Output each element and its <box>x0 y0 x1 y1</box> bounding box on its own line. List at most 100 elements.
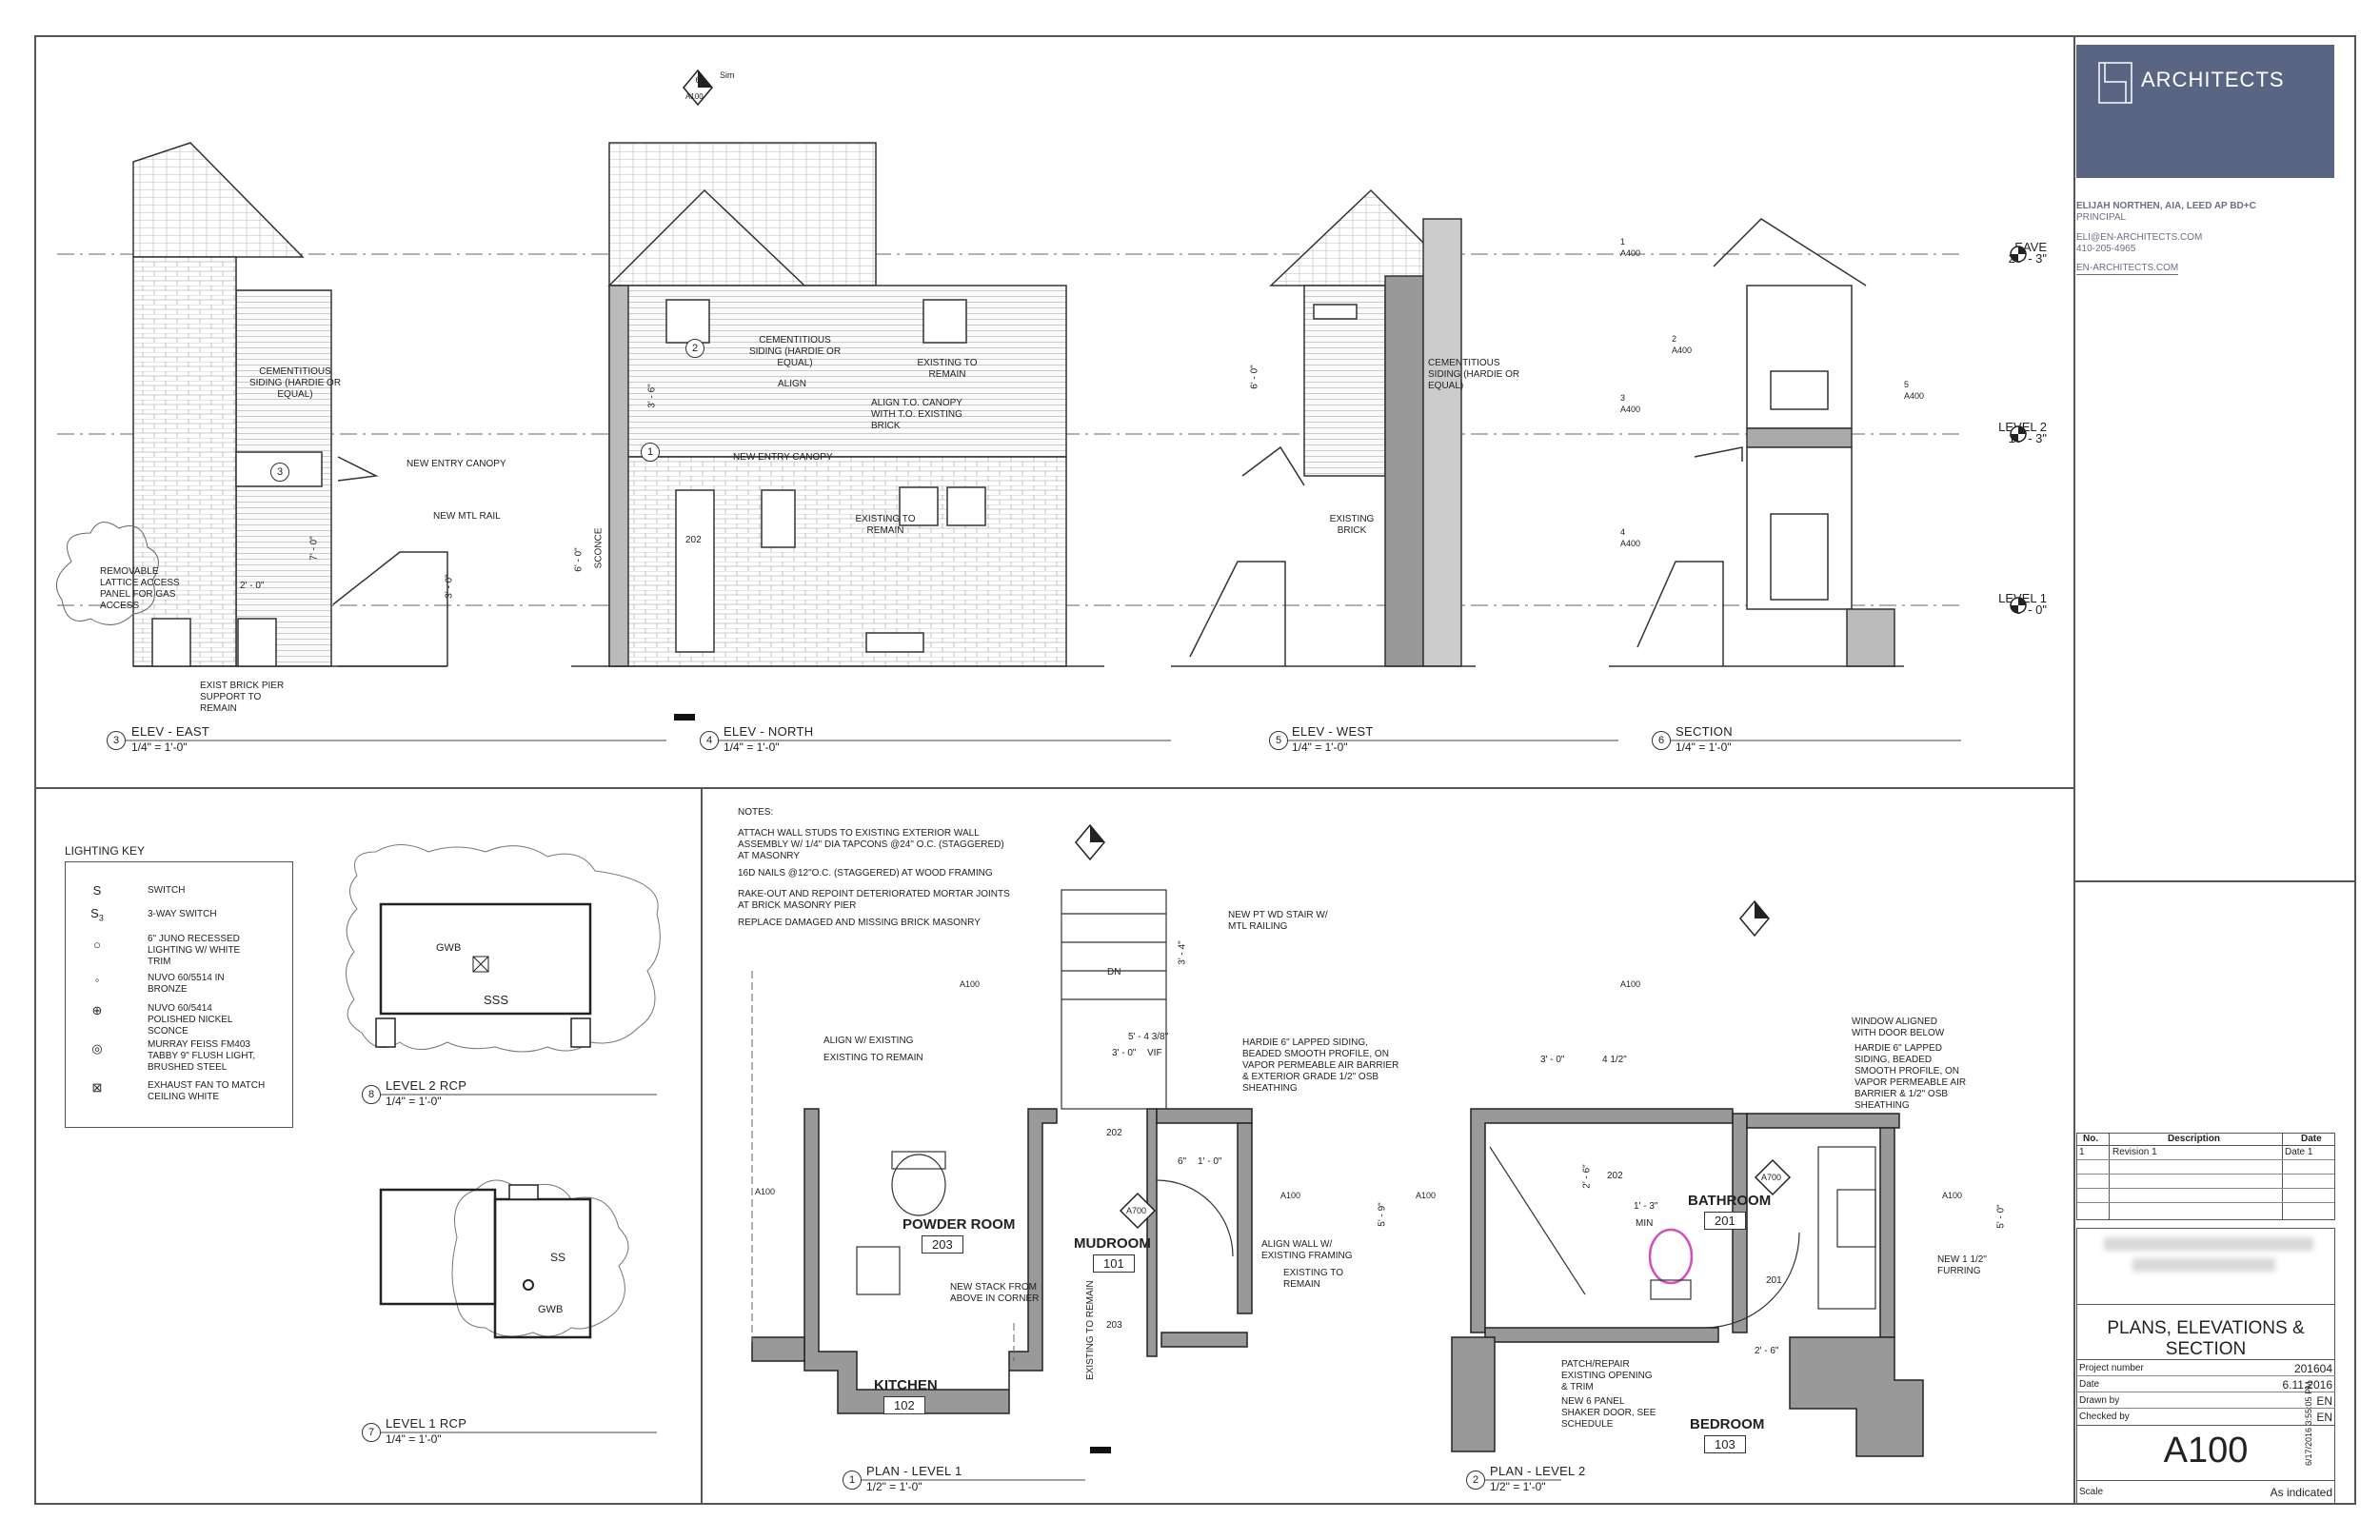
view-number: 3 <box>107 731 126 750</box>
plan1-dim-c: VIF <box>1147 1048 1162 1058</box>
view-title-elev-west: ELEV - WEST <box>1292 724 1374 739</box>
east-dim-3: 7' - 0" <box>308 536 320 561</box>
callout-a100: A100 <box>1416 1191 1437 1200</box>
note-item: RAKE-OUT AND REPOINT DETERIORATED MORTAR… <box>738 889 1010 911</box>
rcp2-gwb: GWB <box>436 942 462 954</box>
sheet-title: PLANS, ELEVATIONS & SECTION <box>2107 1318 2305 1359</box>
lighting-key-title: LIGHTING KEY <box>65 844 146 858</box>
rev-row-desc: Revision 1 <box>2112 1147 2157 1157</box>
room-bedroom: BEDROOM <box>1690 1416 1765 1432</box>
north-note-sconce: SCONCE <box>593 527 605 569</box>
view-number: 8 <box>362 1085 381 1104</box>
section-callout-num: 6 <box>695 75 701 85</box>
plan1-note-stack: NEW STACK FROM ABOVE IN CORNER <box>950 1282 1040 1304</box>
sheet-info-box <box>2076 1228 2335 1504</box>
lighting-key-item: EXHAUST FAN TO MATCH CEILING WHITE <box>148 1080 266 1102</box>
view-divider-vertical <box>701 787 703 1505</box>
plan1-door-tag-2: 203 <box>1106 1320 1122 1331</box>
plan2-dim-f: 2' - 6" <box>1755 1346 1779 1356</box>
section-callout-sheet: A100 <box>685 92 704 101</box>
plan1-note-existing-vertical: EXISTING TO REMAIN <box>1085 1280 1096 1380</box>
room-number-mudroom: 101 <box>1093 1254 1135 1273</box>
rcp2-sss: SSS <box>484 993 509 1007</box>
view-scale: 1/4" = 1'-0" <box>1676 740 1732 754</box>
plan1-dn: DN <box>1107 967 1121 977</box>
east-window-tag: 3 <box>270 463 289 482</box>
plan1-note-hardie: HARDIE 6" LAPPED SIDING, BEADED SMOOTH P… <box>1242 1037 1399 1094</box>
east-note-rail: NEW MTL RAIL <box>433 511 501 522</box>
interior-elev-callout-icon <box>1119 1192 1157 1230</box>
rev-row-date: Date 1 <box>2285 1147 2313 1157</box>
plan1-door-tag: 202 <box>1106 1128 1122 1138</box>
plan2-note-door: NEW 6 PANEL SHAKER DOOR, SEE SCHEDULE <box>1561 1396 1656 1430</box>
plan1-note-existing: EXISTING TO REMAIN <box>823 1053 923 1063</box>
rev-header-no: No. <box>2083 1134 2099 1144</box>
callout-a100: A100 <box>1942 1191 1963 1200</box>
room-kitchen: KITCHEN <box>874 1377 938 1393</box>
east-note-lattice: REMOVABLE LATTICE ACCESS PANEL FOR GAS A… <box>100 566 180 611</box>
plan2-note-window: WINDOW ALIGNED WITH DOOR BELOW <box>1852 1017 1945 1038</box>
view-number: 2 <box>1466 1471 1485 1490</box>
lighting-key-item: SWITCH <box>148 885 186 896</box>
firm-phone: 410-205-4965 <box>2076 244 2136 254</box>
stair-callout-icon <box>1075 823 1105 861</box>
view-number: 1 <box>843 1471 862 1490</box>
plan1-note-existing2: EXISTING TO REMAIN <box>1283 1268 1343 1290</box>
north-note-align-canopy: ALIGN T.O. CANOPY WITH T.O. EXISTING BRI… <box>871 398 962 431</box>
plan1-note-align-wall: ALIGN WALL W/ EXISTING FRAMING <box>1261 1239 1353 1261</box>
level-target-icon <box>2010 425 2027 443</box>
plan1-dim-g: 6" <box>1178 1156 1187 1167</box>
room-number-kitchen: 102 <box>883 1396 925 1414</box>
view-title-elev-north: ELEV - NORTH <box>724 724 814 739</box>
print-timestamp: 6/17/2016 3:55:05 PM <box>2304 1381 2313 1466</box>
lighting-key-box <box>65 861 293 1128</box>
lighting-key-item: 6" JUNO RECESSED LIGHTING W/ WHITE TRIM <box>148 934 241 967</box>
north-dim-2: 6' - 0" <box>573 547 585 572</box>
plan1-dim-b: 3' - 0" <box>1112 1048 1137 1058</box>
view-scale: 1/4" = 1'-0" <box>386 1432 442 1446</box>
firm-logo-icon <box>2098 62 2132 104</box>
room-bathroom: BATHROOM <box>1688 1193 1772 1209</box>
principal-name: ELIJAH NORTHEN, AIA, LEED AP BD+C <box>2076 201 2256 211</box>
view-scale: 1/2" = 1'-0" <box>866 1480 922 1493</box>
recessed-light-icon: ○ <box>93 938 101 952</box>
switch-icon: S <box>92 883 102 898</box>
plan2-dim-e: 5' - 0" <box>1995 1204 2007 1229</box>
west-note-siding: CEMENTITIOUS SIDING (HARDIE OR EQUAL) <box>1428 358 1520 391</box>
lighting-key-item: MURRAY FEISS FM403 TABBY 9" FLUSH LIGHT,… <box>148 1039 256 1073</box>
sheet-number: A100 <box>2163 1431 2249 1471</box>
plan2-dim-a: 3' - 0" <box>1540 1055 1565 1065</box>
north-window-tag: 2 <box>685 339 704 358</box>
plan1-dim-d: 3' - 4" <box>1177 940 1188 965</box>
callout-a100: A100 <box>1280 1191 1301 1200</box>
view-divider-horizontal <box>34 787 2074 789</box>
room-mudroom: MUDROOM <box>1074 1235 1151 1252</box>
note-item: 16d NAILS @12"O.C. (STAGGERED) AT WOOD F… <box>738 868 993 879</box>
room-number-powder: 203 <box>922 1235 963 1254</box>
plan2-dim-d: 1' - 3" <box>1634 1201 1658 1212</box>
callout-a100: A100 <box>960 979 981 989</box>
flush-light-icon: ◎ <box>91 1041 103 1056</box>
plan2-note-patch: PATCH/REPAIR EXISTING OPENING & TRIM <box>1561 1359 1653 1392</box>
room-number-bedroom: 103 <box>1704 1435 1746 1453</box>
rcp1-ss: SS <box>550 1251 566 1264</box>
firm-name: ARCHITECTS <box>2141 68 2285 91</box>
callout-a700: A700 <box>1761 1173 1782 1182</box>
view-scale: 1/4" = 1'-0" <box>724 740 780 754</box>
section-callout-icon <box>1739 899 1770 938</box>
north-note-canopy: NEW ENTRY CANOPY <box>733 452 833 463</box>
notes-title: NOTES: <box>738 807 774 818</box>
lighting-key-item: NUVO 60/5514 IN BRONZE <box>148 973 225 995</box>
firm-website: EN-ARCHITECTS.COM <box>2076 263 2179 275</box>
exhaust-fan-icon: ⊠ <box>91 1080 103 1095</box>
view-scale: 1/4" = 1'-0" <box>386 1095 442 1108</box>
view-number: 4 <box>700 731 719 750</box>
room-number-bathroom: 201 <box>1704 1212 1746 1230</box>
plan1-dim-f: 1' - 0" <box>1198 1156 1222 1167</box>
east-note-canopy: NEW ENTRY CANOPY <box>407 459 506 469</box>
plan2-note-hardie: HARDIE 6" LAPPED SIDING, BEADED SMOOTH P… <box>1854 1043 1967 1111</box>
